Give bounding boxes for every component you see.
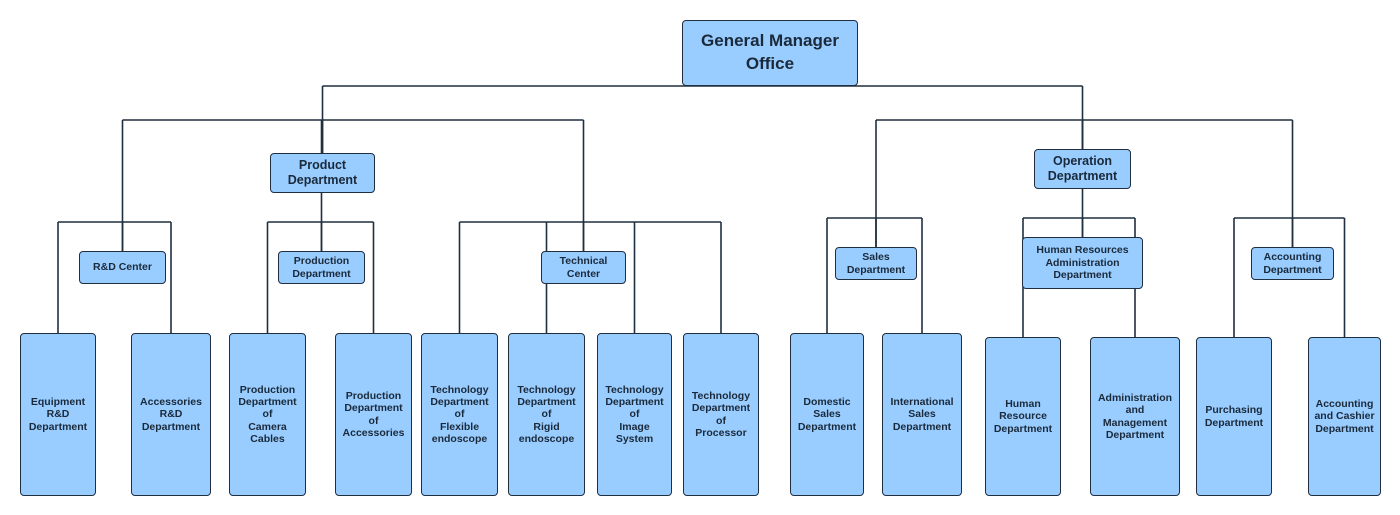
org-node-operation-department: Operation Department [1034, 149, 1131, 189]
org-node-label: Domestic Sales Department [797, 395, 857, 433]
org-node-administration-and-management-department: Administration and Management Department [1090, 337, 1180, 496]
org-node-technology-department-of-flexible-endoscope: Technology Department of Flexible endosc… [421, 333, 498, 496]
org-node-label: Technology Department of Flexible endosc… [430, 383, 489, 446]
org-node-technical-center: Technical Center [541, 251, 626, 284]
org-node-product-department: Product Department [270, 153, 375, 193]
org-node-label: Human Resource Department [993, 397, 1053, 435]
org-node-human-resources-administration-department: Human Resources Administration Departmen… [1022, 237, 1143, 289]
org-node-technology-department-of-image-system: Technology Department of Image System [597, 333, 672, 496]
org-node-label: Production Department of Accessories [342, 389, 405, 439]
org-node-label: Accounting Department [1263, 251, 1322, 276]
org-node-randd-center: R&D Center [79, 251, 166, 284]
org-node-label: Administration and Management Department [1097, 391, 1173, 441]
org-node-production-department-of-camera-cables: Production Department of Camera Cables [229, 333, 306, 496]
org-node-production-department-of-accessories: Production Department of Accessories [335, 333, 412, 496]
org-node-label: Accounting and Cashier Department [1314, 397, 1375, 435]
org-node-label: Technology Department of Rigid endoscope [517, 383, 576, 446]
org-node-purchasing-department: Purchasing Department [1196, 337, 1272, 496]
org-node-label: Technical Center [559, 255, 608, 280]
org-node-technology-department-of-processor: Technology Department of Processor [683, 333, 759, 496]
org-node-label: Sales Department [846, 251, 906, 276]
org-node-label: International Sales Department [890, 395, 954, 433]
org-node-label: Product Department [287, 158, 358, 187]
org-node-label: Production Department of Camera Cables [238, 383, 297, 446]
org-node-accounting-department: Accounting Department [1251, 247, 1334, 280]
org-node-general-manager-office: General Manager Office [682, 20, 858, 86]
org-node-accounting-and-cashier-department: Accounting and Cashier Department [1308, 337, 1381, 496]
org-node-sales-department: Sales Department [835, 247, 917, 280]
org-node-label: Operation Department [1047, 154, 1118, 183]
org-node-label: Equipment R&D Department [28, 395, 88, 433]
org-node-international-sales-department: International Sales Department [882, 333, 962, 496]
org-node-label: General Manager Office [701, 31, 839, 73]
org-node-human-resource-department: Human Resource Department [985, 337, 1061, 496]
org-node-label: Technology Department of Processor [691, 389, 751, 439]
org-node-domestic-sales-department: Domestic Sales Department [790, 333, 864, 496]
org-node-technology-department-of-rigid-endoscope: Technology Department of Rigid endoscope [508, 333, 585, 496]
org-node-label: Human Resources Administration Departmen… [1036, 244, 1129, 282]
org-node-accessories-randd-department: Accessories R&D Department [131, 333, 211, 496]
org-node-label: Technology Department of Image System [605, 383, 664, 446]
org-node-label: Accessories R&D Department [140, 395, 202, 433]
org-node-label: Production Department [292, 255, 351, 280]
org-node-equipment-randd-department: Equipment R&D Department [20, 333, 96, 496]
org-node-production-department: Production Department [278, 251, 365, 284]
org-node-label: R&D Center [93, 261, 152, 274]
org-node-label: Purchasing Department [1204, 404, 1264, 429]
